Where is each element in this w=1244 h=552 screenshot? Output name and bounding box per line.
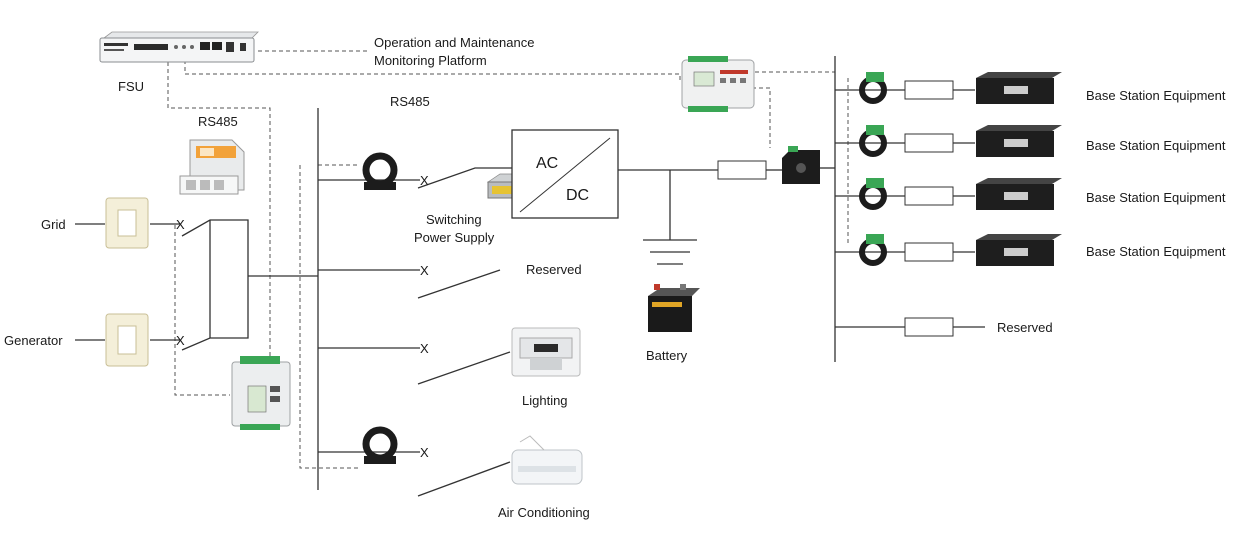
fuse-icon <box>904 242 954 262</box>
hall-sensor-icon <box>859 178 887 210</box>
grid-switch-link <box>181 219 249 276</box>
breaker-mark: X <box>420 341 429 356</box>
energy-meter-icon <box>681 56 755 112</box>
battery-icon <box>648 284 700 332</box>
base-station-icon <box>976 125 1062 157</box>
rs485-left-label: RS485 <box>198 114 238 129</box>
ac-wiring <box>75 108 512 497</box>
ac-label: AC <box>536 155 558 172</box>
branch-ct-link <box>299 165 358 469</box>
generator-label: Generator <box>4 333 63 348</box>
branch-reserved-cont <box>417 269 501 299</box>
fuse-icon <box>904 317 954 337</box>
lighting-icon <box>511 327 581 377</box>
fsu-device-icon <box>99 31 259 63</box>
branch-lighting-cont <box>417 351 511 385</box>
base-station-label: Base Station Equipment <box>1086 88 1226 103</box>
platform-label-line1: Operation and Maintenance <box>374 35 534 50</box>
hall-sensor-icon <box>782 146 820 184</box>
breaker-mark: X <box>420 263 429 278</box>
air-conditioning-label: Air Conditioning <box>498 505 590 520</box>
fuse-icon <box>904 133 954 153</box>
branch-switching-cont <box>417 167 512 189</box>
generator-switch-link <box>181 276 249 351</box>
fsu-label: FSU <box>118 79 144 94</box>
lighting-label: Lighting <box>522 393 568 408</box>
fuse-icon <box>717 160 767 180</box>
hall-sensor-icon <box>859 72 887 104</box>
base-station-label: Base Station Equipment <box>1086 190 1226 205</box>
fuse-icon <box>904 186 954 206</box>
branch-ac-cont <box>417 461 511 497</box>
ac-dc-converter <box>511 129 619 219</box>
current-transformer-icon <box>105 313 149 367</box>
base-station-icon <box>976 234 1062 266</box>
fuse-icon <box>904 80 954 100</box>
switching-label-line1: Switching <box>426 212 482 227</box>
breaker-mark: X <box>420 445 429 460</box>
current-transformer-icon <box>362 152 398 190</box>
reserved-mid-label: Reserved <box>526 262 582 277</box>
breaker-mark: X <box>176 217 185 232</box>
hall-sensor-icon <box>859 234 887 266</box>
base-station-icon <box>976 72 1062 104</box>
base-station-icon <box>976 178 1062 210</box>
base-station-label: Base Station Equipment <box>1086 244 1226 259</box>
text-labels: Operation and Maintenance Monitoring Pla… <box>4 35 1226 520</box>
battery-label: Battery <box>646 348 688 363</box>
base-station-label: Base Station Equipment <box>1086 138 1226 153</box>
dc-label: DC <box>566 187 589 204</box>
meter-to-ct-link <box>174 225 230 396</box>
energy-meter-icon <box>231 356 291 430</box>
current-transformer-icon <box>105 197 149 249</box>
platform-label-line2: Monitoring Platform <box>374 53 487 68</box>
breaker-mark: X <box>420 173 429 188</box>
reserved-right-label: Reserved <box>997 320 1053 335</box>
breaker-mark: X <box>176 333 185 348</box>
fuses <box>717 80 954 337</box>
switching-label-line2: Power Supply <box>414 230 495 245</box>
hall-sensor-icon <box>859 125 887 157</box>
rs485-top-label: RS485 <box>390 94 430 109</box>
current-transformer-icon <box>362 426 398 464</box>
dc-meter-to-hall-link <box>752 87 771 148</box>
fsu-rs485-bus <box>167 62 271 362</box>
air-conditioner-icon <box>511 435 583 485</box>
communication-lines <box>167 50 849 469</box>
energy-meter-icon <box>179 139 245 195</box>
grid-label: Grid <box>41 217 66 232</box>
fsu-to-dc-meter-link <box>184 60 681 80</box>
